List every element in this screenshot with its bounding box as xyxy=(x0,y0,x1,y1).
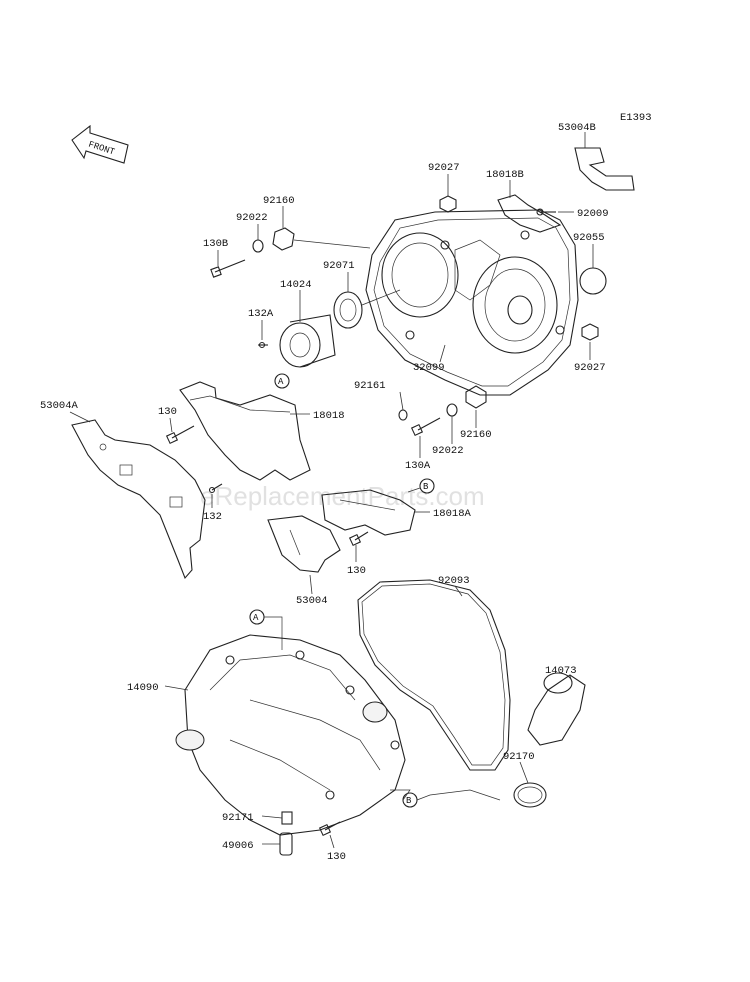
label-92071: 92071 xyxy=(323,260,355,272)
label-92009: 92009 xyxy=(577,208,609,220)
label-130-bottom: 130 xyxy=(327,851,346,863)
part-53004[interactable] xyxy=(267,515,341,573)
label-49006: 49006 xyxy=(222,840,254,852)
svg-text:B: B xyxy=(406,796,412,806)
label-18018A: 18018A xyxy=(433,508,472,520)
part-92171[interactable] xyxy=(281,811,293,825)
part-130B[interactable] xyxy=(210,259,246,278)
part-92027-right[interactable] xyxy=(581,323,599,341)
label-132A: 132A xyxy=(248,308,274,320)
part-132A[interactable] xyxy=(258,341,268,349)
watermark: eReplacementParts.com xyxy=(200,481,485,511)
part-92160-mid[interactable] xyxy=(465,385,487,409)
part-18018A[interactable] xyxy=(321,489,416,536)
label-32099: 32099 xyxy=(413,362,445,374)
label-92022-top: 92022 xyxy=(236,212,268,224)
callout-b-lower: B xyxy=(402,792,418,808)
part-18018[interactable] xyxy=(179,381,311,481)
label-92160-mid: 92160 xyxy=(460,429,492,441)
label-92027-top: 92027 xyxy=(428,162,460,174)
part-53004A[interactable] xyxy=(71,419,206,580)
callout-a-upper: A xyxy=(274,373,290,389)
label-53004: 53004 xyxy=(296,595,328,607)
svg-text:A: A xyxy=(253,613,259,623)
svg-text:A: A xyxy=(278,377,284,387)
part-92170[interactable] xyxy=(513,782,547,808)
label-14090: 14090 xyxy=(127,682,159,694)
part-92027-top[interactable] xyxy=(439,195,457,213)
label-92171: 92171 xyxy=(222,812,254,824)
part-130A[interactable] xyxy=(410,417,441,437)
label-92161: 92161 xyxy=(354,380,386,392)
label-130-mid: 130 xyxy=(347,565,366,577)
part-14073[interactable] xyxy=(527,672,586,746)
part-130-mid[interactable] xyxy=(348,531,369,547)
diagram-code: E1393 xyxy=(620,112,652,124)
callout-b-upper: B xyxy=(419,478,435,494)
label-130A: 130A xyxy=(405,460,431,472)
part-32099-outer-cover[interactable] xyxy=(365,209,579,396)
label-92022-mid: 92022 xyxy=(432,445,464,457)
label-92170: 92170 xyxy=(503,751,535,763)
part-130-bottom[interactable] xyxy=(318,821,341,837)
label-14024: 14024 xyxy=(280,279,312,291)
part-130-left[interactable] xyxy=(165,425,195,445)
label-18018B: 18018B xyxy=(486,169,524,181)
part-92093[interactable] xyxy=(357,579,511,771)
part-14024[interactable] xyxy=(279,314,336,368)
label-92160-top: 92160 xyxy=(263,195,295,207)
label-92055: 92055 xyxy=(573,232,605,244)
part-92022-mid[interactable] xyxy=(446,403,458,417)
label-14073: 14073 xyxy=(545,665,577,677)
svg-text:B: B xyxy=(423,482,429,492)
label-92027-right: 92027 xyxy=(574,362,606,374)
label-130B: 130B xyxy=(203,238,228,250)
label-92093: 92093 xyxy=(438,575,470,587)
label-132: 132 xyxy=(203,511,222,523)
label-53004B: 53004B xyxy=(558,122,596,134)
part-92161[interactable] xyxy=(398,409,408,421)
part-49006[interactable] xyxy=(279,832,293,856)
front-arrow-icon: FRONT xyxy=(71,124,129,164)
label-18018: 18018 xyxy=(313,410,345,422)
part-92160-top[interactable] xyxy=(272,227,295,251)
label-53004A: 53004A xyxy=(40,400,79,412)
part-18018B[interactable] xyxy=(497,194,562,233)
part-132[interactable] xyxy=(208,483,223,494)
front-label: FRONT xyxy=(87,140,116,158)
part-92071[interactable] xyxy=(333,291,363,329)
callout-a-lower: A xyxy=(249,609,265,625)
part-92022-top[interactable] xyxy=(252,239,264,253)
part-92055[interactable] xyxy=(579,267,607,295)
part-53004B[interactable] xyxy=(574,147,635,191)
label-130-left: 130 xyxy=(158,406,177,418)
part-14090-inner-cover[interactable] xyxy=(175,634,406,836)
